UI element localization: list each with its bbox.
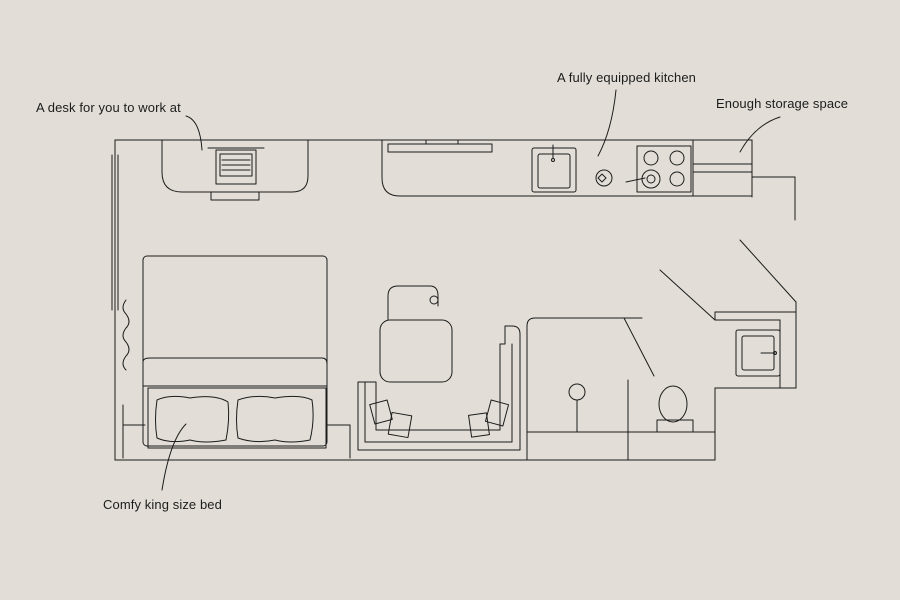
bed xyxy=(123,256,350,458)
annotation-storage: Enough storage space xyxy=(716,96,849,111)
kitchen-counter xyxy=(382,140,752,196)
desk xyxy=(162,140,308,200)
annotation-bed: Comfy king size bed xyxy=(103,497,222,512)
exterior-walls xyxy=(115,140,796,460)
sofa-seating xyxy=(358,286,520,450)
annotation-desk: A desk for you to work at xyxy=(36,100,181,115)
annotation-kitchen: A fully equipped kitchen xyxy=(557,70,696,85)
bathroom xyxy=(527,318,780,460)
window-left xyxy=(112,155,129,370)
annotation-leaders xyxy=(162,90,780,490)
